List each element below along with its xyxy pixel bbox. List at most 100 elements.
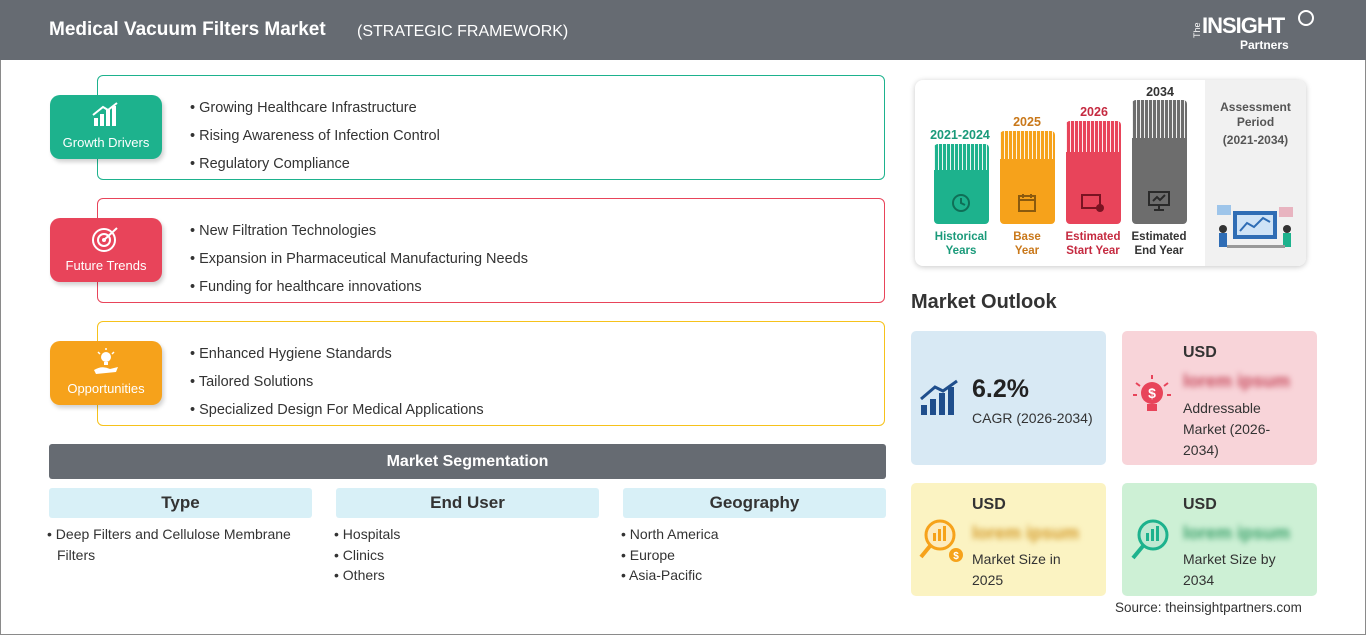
market-segmentation-title: Market Segmentation bbox=[49, 444, 886, 479]
list-item: Growing Healthcare Infrastructure bbox=[190, 94, 440, 122]
label-line: Base bbox=[1013, 231, 1041, 243]
list-item: Expansion in Pharmaceutical Manufacturin… bbox=[190, 245, 528, 273]
addressable-market-value: lorem ipsum bbox=[1183, 371, 1291, 391]
opportunities-label: Opportunities bbox=[67, 381, 145, 396]
company-logo: The INSIGHT Partners bbox=[1192, 8, 1314, 54]
segment-geography-list: North America Europe Asia-Pacific bbox=[621, 524, 879, 586]
list-item: Hospitals bbox=[334, 524, 592, 545]
future-trends-label: Future Trends bbox=[65, 258, 147, 273]
opportunities-list: Enhanced Hygiene Standards Tailored Solu… bbox=[190, 340, 484, 424]
addressable-market-usd: USD bbox=[1183, 344, 1217, 361]
list-item: Tailored Solutions bbox=[190, 368, 484, 396]
cagr-card: 6.2% CAGR (2026-2034) bbox=[911, 331, 1106, 465]
addressable-market-desc: Addressable Market (2026- 2034) bbox=[1183, 398, 1270, 461]
market-size-2025-desc: Market Size in 2025 bbox=[972, 549, 1061, 591]
timeline-bar-end bbox=[1132, 100, 1187, 224]
logo-the: The bbox=[1192, 22, 1202, 38]
calendar-icon bbox=[1018, 194, 1036, 212]
market-size-2034-desc: Market Size by 2034 bbox=[1183, 549, 1276, 591]
growth-chart-icon bbox=[92, 102, 118, 126]
future-trends-list: New Filtration Technologies Expansion in… bbox=[190, 217, 528, 301]
label-line: Market (2026- bbox=[1183, 421, 1271, 437]
list-item: Others bbox=[334, 565, 592, 586]
label-line: Years bbox=[945, 245, 977, 257]
lightbulb-dollar-icon: $ bbox=[1133, 375, 1171, 411]
label-line: Estimated bbox=[1131, 231, 1187, 243]
page-subtitle: (STRATEGIC FRAMEWORK) bbox=[357, 23, 569, 40]
timeline-year-base: 2025 bbox=[1013, 115, 1041, 129]
list-item: Rising Awareness of Infection Control bbox=[190, 122, 440, 150]
logo-partners: Partners bbox=[1240, 38, 1289, 52]
assessment-title: Assessment Period bbox=[1205, 100, 1306, 130]
list-item: North America bbox=[621, 524, 879, 545]
opportunities-tag: Opportunities bbox=[50, 341, 162, 405]
growth-drivers-list: Growing Healthcare Infrastructure Rising… bbox=[190, 94, 440, 178]
header-bar: Medical Vacuum Filters Market (STRATEGIC… bbox=[0, 0, 1366, 60]
timeline-year-historical: 2021-2024 bbox=[930, 128, 990, 142]
label-line: Start Year bbox=[1066, 245, 1120, 257]
addressable-market-card: $ USD lorem ipsum Addressable Market (20… bbox=[1122, 331, 1317, 465]
label-line: 2034) bbox=[1183, 442, 1219, 458]
label-line: Assessment bbox=[1220, 100, 1291, 114]
source-note: Source: theinsightpartners.com bbox=[1115, 600, 1302, 615]
cagr-value: 6.2% bbox=[972, 375, 1029, 403]
label-line: Estimated bbox=[1065, 231, 1121, 243]
list-item: Clinics bbox=[334, 545, 592, 566]
list-item: Europe bbox=[621, 545, 879, 566]
market-size-2025-value: lorem ipsum bbox=[972, 523, 1080, 543]
list-item: Asia-Pacific bbox=[621, 565, 879, 586]
segment-end-user-heading: End User bbox=[336, 488, 599, 518]
label-line: 2025 bbox=[972, 572, 1004, 588]
growth-drivers-tag: Growth Drivers bbox=[50, 95, 162, 159]
history-icon bbox=[952, 194, 970, 212]
market-size-2034-card: USD lorem ipsum Market Size by 2034 bbox=[1122, 483, 1317, 596]
timeline-label-end: Estimated End Year bbox=[1119, 230, 1199, 258]
analytics-icon bbox=[1081, 194, 1104, 212]
lightbulb-hand-icon bbox=[94, 348, 118, 374]
timeline-label-base: Base Year bbox=[987, 230, 1067, 258]
growth-bars-icon bbox=[920, 379, 958, 415]
list-item: Deep Filters and Cellulose Membrane Filt… bbox=[47, 524, 305, 565]
timeline-panel: 2021-2024 Historical Years 2025 Base Yea… bbox=[915, 80, 1306, 266]
target-icon bbox=[92, 227, 118, 252]
growth-drivers-box: Growing Healthcare Infrastructure Rising… bbox=[97, 75, 885, 180]
magnifier-chart-icon bbox=[1131, 519, 1169, 560]
segment-type-heading: Type bbox=[49, 488, 312, 518]
label-line: Addressable bbox=[1183, 400, 1261, 416]
segment-type-list: Deep Filters and Cellulose Membrane Filt… bbox=[47, 524, 305, 565]
svg-text:$: $ bbox=[953, 551, 959, 562]
assessment-period: Assessment Period (2021-2034) bbox=[1205, 80, 1306, 266]
list-item: Specialized Design For Medical Applicati… bbox=[190, 396, 484, 424]
market-outlook-title: Market Outlook bbox=[911, 291, 1057, 313]
logo-insight: INSIGHT bbox=[1202, 13, 1285, 38]
presentation-icon bbox=[1148, 191, 1170, 211]
label-line: 2034 bbox=[1183, 572, 1215, 588]
label-line: Market Size in bbox=[972, 551, 1061, 567]
market-size-2025-card: $ USD lorem ipsum Market Size in 2025 bbox=[911, 483, 1106, 596]
opportunities-box: Enhanced Hygiene Standards Tailored Solu… bbox=[97, 321, 885, 426]
svg-text:$: $ bbox=[1148, 385, 1156, 401]
analyst-illustration-icon bbox=[1217, 205, 1293, 248]
label-line: End Year bbox=[1134, 245, 1184, 257]
future-trends-tag: Future Trends bbox=[50, 218, 162, 282]
market-size-2034-value: lorem ipsum bbox=[1183, 523, 1291, 543]
logo-ring-icon bbox=[1298, 10, 1314, 26]
assessment-period-range: (2021-2034) bbox=[1222, 133, 1289, 147]
timeline-bar-base bbox=[1000, 131, 1055, 224]
cagr-label: CAGR (2026-2034) bbox=[972, 410, 1093, 426]
timeline-bar-historical bbox=[934, 144, 989, 224]
market-size-2025-usd: USD bbox=[972, 496, 1006, 513]
magnifier-dollar-icon: $ bbox=[919, 519, 963, 562]
label-line: Year bbox=[1014, 245, 1040, 257]
list-item: New Filtration Technologies bbox=[190, 217, 528, 245]
label-line: Historical bbox=[934, 231, 988, 243]
segment-geography-heading: Geography bbox=[623, 488, 886, 518]
timeline-label-start: Estimated Start Year bbox=[1053, 230, 1133, 258]
label-line: Period bbox=[1236, 115, 1275, 129]
list-item: Enhanced Hygiene Standards bbox=[190, 340, 484, 368]
timeline-year-start: 2026 bbox=[1080, 105, 1108, 119]
page-title: Medical Vacuum Filters Market bbox=[49, 19, 326, 40]
list-item: Funding for healthcare innovations bbox=[190, 273, 528, 301]
segment-end-user-list: Hospitals Clinics Others bbox=[334, 524, 592, 586]
timeline-label-historical: Historical Years bbox=[921, 230, 1001, 258]
